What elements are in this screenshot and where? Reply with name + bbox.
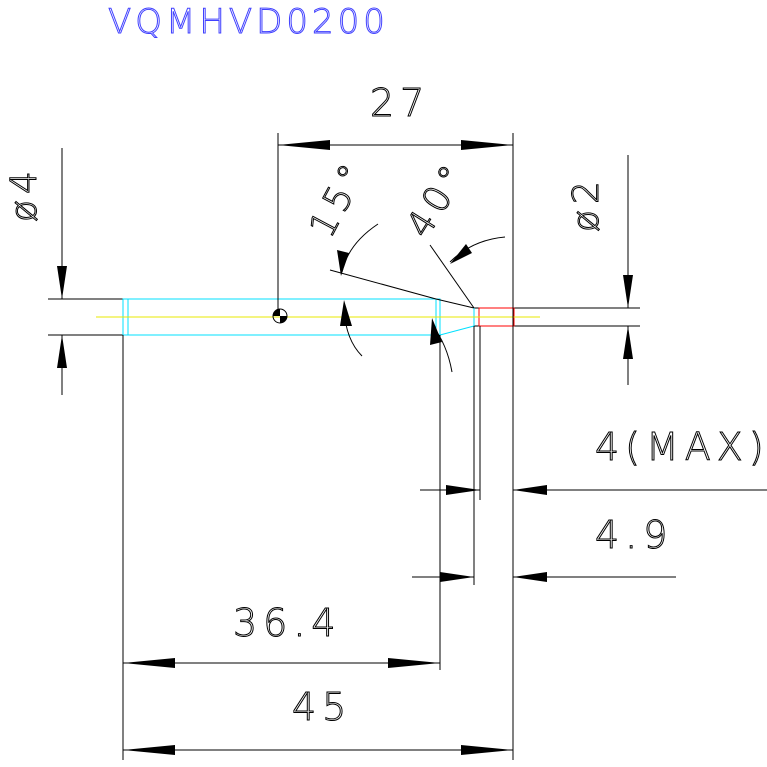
dimension-angle-15: 15° <box>301 152 437 357</box>
dimension-27: 27 <box>278 81 513 150</box>
dimension-4-max: 4(MAX) <box>420 425 767 495</box>
dimension-diameter-2: ø2 <box>566 175 633 359</box>
dimension-label-36-4: 36.4 <box>233 601 342 645</box>
dimension-label-4-max: 4(MAX) <box>595 425 767 469</box>
dimension-label-45: 45 <box>292 685 352 729</box>
drawing-title: VQMHVD0200 <box>108 2 389 42</box>
dimension-label-27: 27 <box>370 81 430 125</box>
dimension-label-dia-4: ø4 <box>4 165 45 222</box>
dimension-label-angle-40: 40° <box>399 154 477 245</box>
dimension-label-4-9: 4.9 <box>595 513 673 557</box>
dimension-label-angle-15: 15° <box>302 153 377 244</box>
dimension-45: 45 <box>123 685 513 755</box>
dimension-4-9: 4.9 <box>412 513 676 582</box>
dimension-label-dia-2: ø2 <box>566 175 607 232</box>
dimension-diameter-4: ø4 <box>4 165 67 368</box>
dimension-36-4: 36.4 <box>123 601 440 668</box>
dimension-angle-40: 40° <box>398 153 506 373</box>
